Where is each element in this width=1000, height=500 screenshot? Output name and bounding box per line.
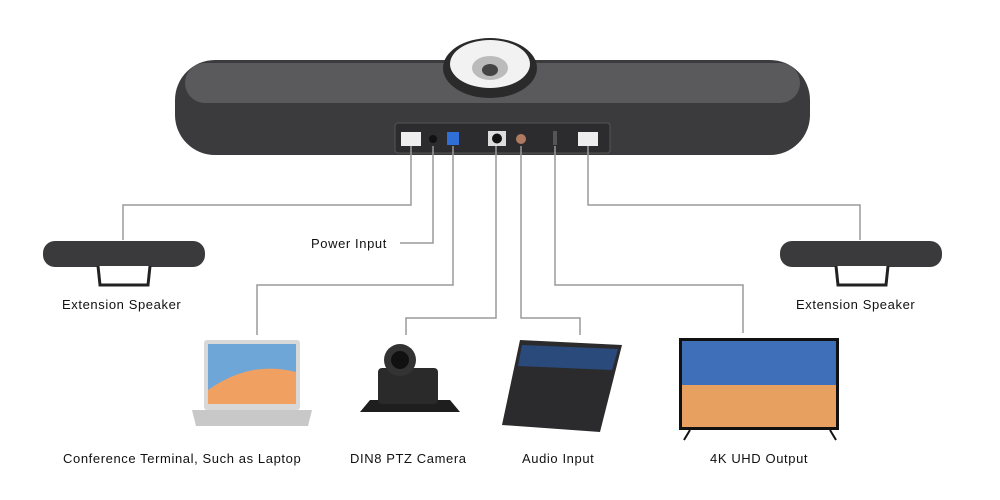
camera-lens xyxy=(443,38,537,98)
line-power xyxy=(400,146,434,244)
video-soundbar xyxy=(175,60,810,155)
line-usb xyxy=(256,146,454,335)
ptz-camera-image xyxy=(360,344,460,412)
audio-mixer-image xyxy=(502,340,622,432)
extension-speaker-right-label: Extension Speaker xyxy=(796,297,916,312)
laptop-image xyxy=(192,340,312,426)
power-input-label: Power Input xyxy=(311,236,387,251)
extension-speaker-right xyxy=(780,241,942,287)
extension-speaker-left xyxy=(43,241,205,287)
line-din8 xyxy=(405,146,497,335)
laptop-label: Conference Terminal, Such as Laptop xyxy=(63,451,302,466)
audio-input-label: Audio Input xyxy=(522,451,595,466)
extension-speaker-left-label: Extension Speaker xyxy=(62,297,182,312)
uhd-output-label: 4K UHD Output xyxy=(710,451,809,466)
line-mic xyxy=(520,146,581,335)
tv-image xyxy=(679,338,839,441)
line-ext2 xyxy=(587,146,861,240)
line-ext1 xyxy=(122,146,412,240)
line-hdmi xyxy=(554,146,744,333)
camera-label: DIN8 PTZ Camera xyxy=(350,451,467,466)
